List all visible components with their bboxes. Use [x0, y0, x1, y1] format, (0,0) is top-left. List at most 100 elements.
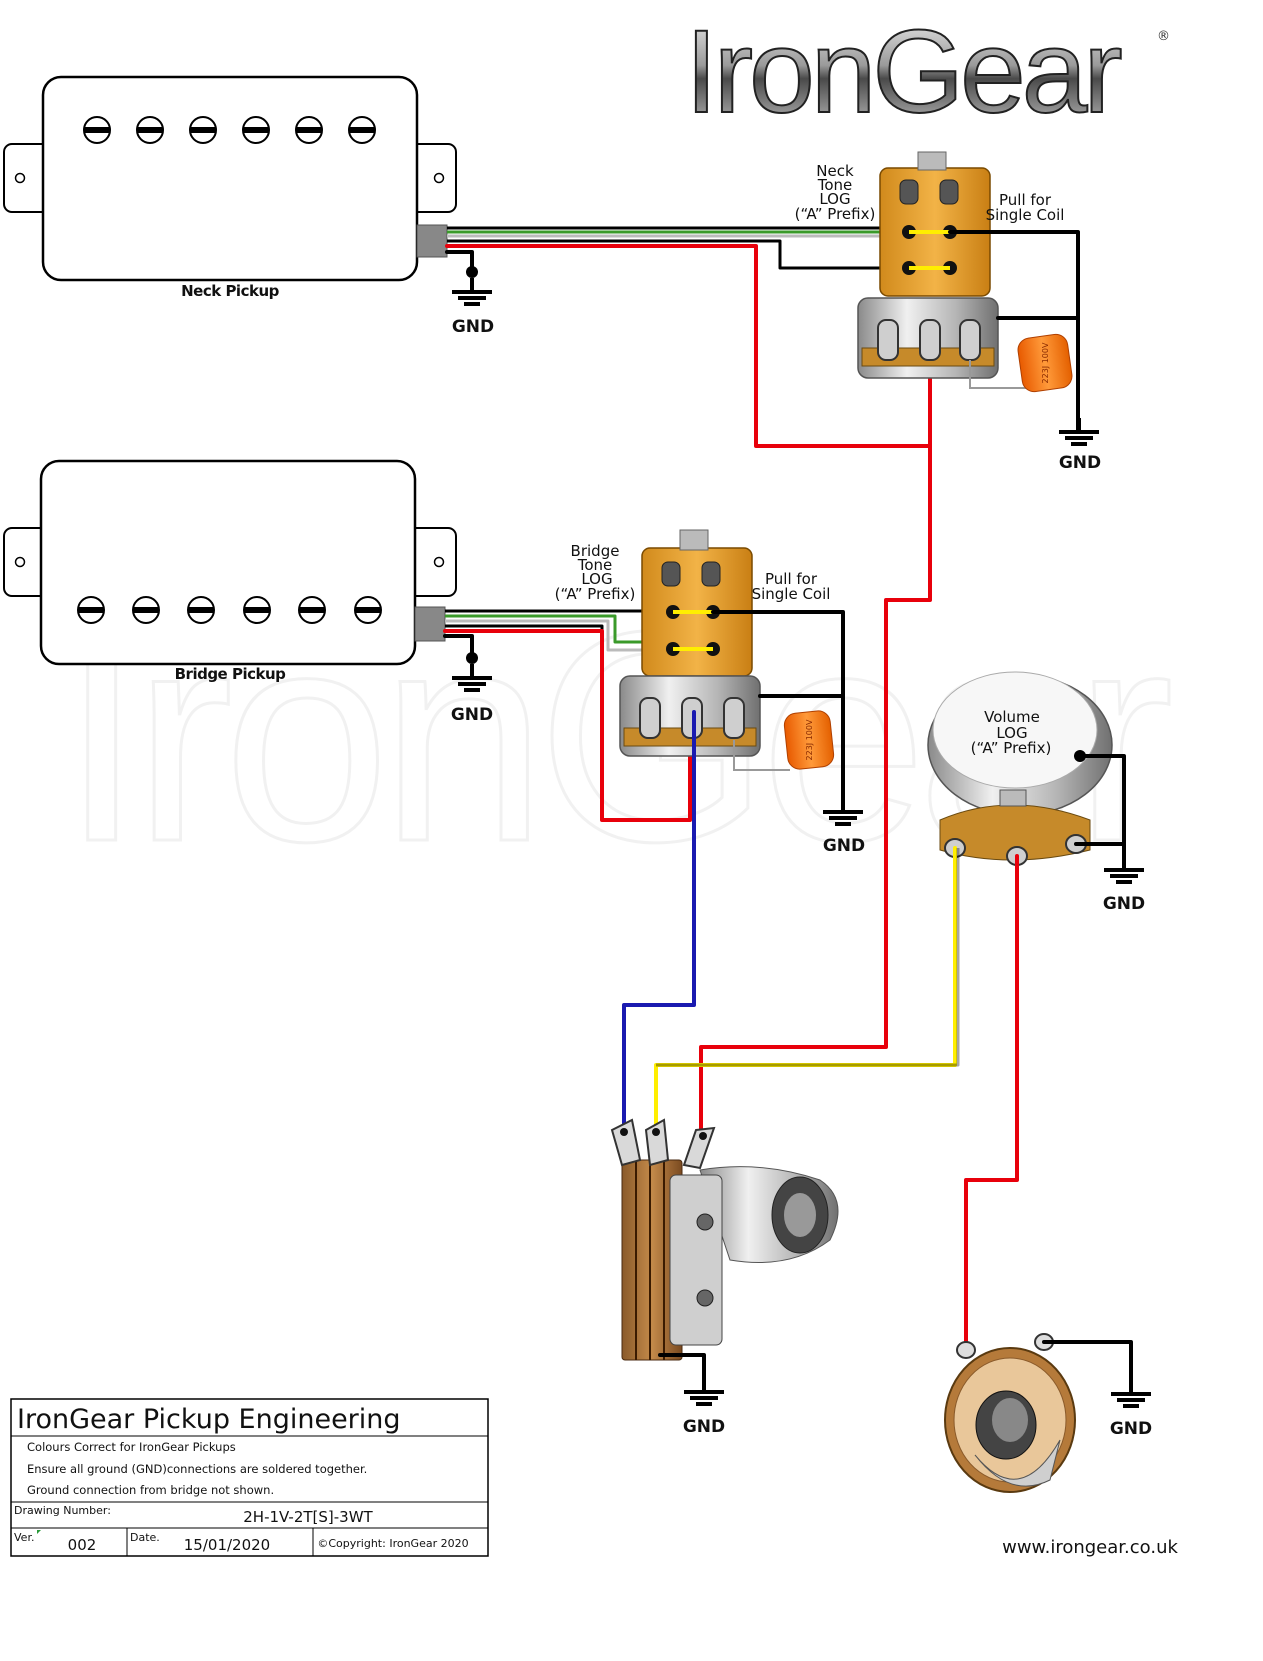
bridge-pickup: Bridge Pickup — [3, 459, 457, 683]
svg-text:LOG: LOG — [996, 724, 1027, 742]
svg-text:Neck: Neck — [816, 162, 854, 180]
irongear-logo: IronGear ® — [684, 5, 1170, 139]
note-3: Ground connection from bridge not shown. — [27, 1483, 274, 1497]
volume-label: Volume LOG (“A” Prefix) — [971, 708, 1052, 757]
neck-tone-to-switch-red — [699, 444, 932, 1137]
gnd-label: GND — [683, 1417, 725, 1437]
drawing-date: 15/01/2020 — [184, 1536, 270, 1554]
signal-wires — [622, 444, 1019, 1352]
pole-piece-icon — [77, 596, 105, 624]
gnd-label: GND — [451, 705, 493, 725]
pole-piece-icon — [242, 116, 270, 144]
svg-text:LOG: LOG — [819, 190, 850, 208]
capacitor-marking: 223J 100V — [805, 719, 814, 760]
pole-piece-icon — [295, 116, 323, 144]
neck-tone-label: Neck Tone LOG (“A” Prefix) — [795, 162, 876, 223]
bridge-tone-ground-wires: GND — [711, 610, 865, 856]
neck-pickup: Neck Pickup — [3, 75, 457, 300]
svg-text:Single Coil: Single Coil — [986, 206, 1065, 224]
svg-text:(“A” Prefix): (“A” Prefix) — [971, 739, 1052, 757]
ground-symbol-icon — [682, 1376, 726, 1406]
gnd-label: GND — [1059, 453, 1101, 473]
jack-sleeve — [992, 1398, 1028, 1442]
ground-symbol-icon — [1057, 416, 1101, 446]
toggle-switch-frame — [669, 1174, 723, 1346]
bridge-cable-sleeve — [414, 606, 446, 642]
neck-wire-ground — [445, 250, 474, 274]
note-2: Ensure all ground (GND)connections are s… — [27, 1462, 367, 1476]
company-name: IronGear Pickup Engineering — [17, 1404, 401, 1435]
version-label: Ver. — [14, 1531, 34, 1544]
note-1: Colours Correct for IronGear Pickups — [27, 1440, 236, 1454]
volume-to-switch-yellow — [654, 846, 957, 1134]
volume-casing-ground-wire — [1078, 754, 1126, 868]
cap-lead — [969, 360, 1030, 389]
volume-pot-face — [932, 671, 1098, 789]
logo-text: IronGear — [685, 6, 1121, 138]
mount-hole-icon — [14, 556, 26, 568]
bridge-wire-red-hot — [443, 629, 692, 822]
pole-piece-icon — [132, 596, 160, 624]
drawing-number: 2H-1V-2T[S]-3WT — [243, 1508, 373, 1526]
gnd-label: GND — [1110, 1419, 1152, 1439]
pot-lug-icon — [919, 319, 941, 361]
pot-lug-icon — [639, 697, 661, 739]
neck-tone-ground-wires: GND — [948, 230, 1101, 473]
toggle-switch-thread — [784, 1193, 816, 1237]
bridge-switch-ground-wire — [711, 610, 845, 812]
switch-tab-icon — [610, 1118, 642, 1167]
ground-symbol-icon — [450, 276, 494, 306]
svg-text:LOG: LOG — [581, 570, 612, 588]
jack-ground-wire — [1042, 1340, 1133, 1394]
neck-cable-sleeve — [416, 224, 448, 258]
svg-text:Pull for: Pull for — [999, 191, 1052, 209]
switch-tab-icon — [682, 1126, 716, 1170]
bridge-wire-white — [445, 619, 670, 652]
neck-pickup-label: Neck Pickup — [181, 282, 279, 300]
svg-text:(“A” Prefix): (“A” Prefix) — [555, 585, 636, 603]
version-number: 002 — [68, 1536, 97, 1554]
gnd-label: GND — [823, 836, 865, 856]
bridge-wire-ground — [443, 634, 474, 660]
pot-lug-icon — [959, 319, 981, 361]
pot-wafer — [939, 804, 1091, 861]
registered-mark: ® — [1157, 29, 1170, 44]
title-block-frame — [10, 1398, 489, 1557]
website-link[interactable]: www.irongear.co.uk — [1002, 1537, 1178, 1558]
svg-text:Volume: Volume — [984, 708, 1040, 726]
pot-lug-icon — [877, 319, 899, 361]
neck-pickup-cover — [41, 75, 419, 282]
svg-text:Tone: Tone — [817, 176, 853, 194]
drawing-number-label: Drawing Number: — [14, 1504, 111, 1517]
svg-text:Pull for: Pull for — [765, 570, 818, 588]
volume-to-jack-red — [964, 854, 1019, 1352]
capacitor-marking: 223J 100V — [1041, 342, 1050, 383]
bridge-tone-label: Bridge Tone LOG (“A” Prefix) — [555, 542, 636, 603]
svg-text:Single Coil: Single Coil — [752, 585, 831, 603]
gnd-label: GND — [452, 317, 494, 337]
solder-joint-icon — [466, 652, 478, 664]
svg-text:Tone: Tone — [577, 556, 613, 574]
three-way-toggle-switch: GND — [610, 1118, 839, 1437]
date-label: Date. — [130, 1531, 160, 1544]
bridge-pickup-cover — [39, 459, 417, 666]
copyright: ©Copyright: IronGear 2020 — [317, 1537, 468, 1550]
tone-capacitor — [783, 710, 835, 770]
pot-shaft — [679, 529, 709, 551]
pot-lug-icon — [723, 697, 745, 739]
pole-piece-icon — [189, 116, 217, 144]
pot-shaft — [917, 151, 947, 171]
bridge-switch-label: Pull for Single Coil — [752, 570, 831, 603]
svg-text:(“A” Prefix): (“A” Prefix) — [795, 205, 876, 223]
volume-ground-wires: GND — [1074, 750, 1146, 914]
pole-piece-icon — [136, 116, 164, 144]
ground-symbol-icon — [1109, 1378, 1153, 1408]
neck-pickup-wires: GND — [445, 226, 932, 448]
neck-tone-pot: Neck Tone LOG (“A” Prefix) Pull for Sing… — [795, 151, 1073, 393]
pot-bracket — [999, 789, 1027, 807]
mount-hole-icon — [14, 172, 26, 184]
switch-tab-icon — [644, 1118, 670, 1167]
pole-piece-icon — [187, 596, 215, 624]
pole-piece-icon — [298, 596, 326, 624]
